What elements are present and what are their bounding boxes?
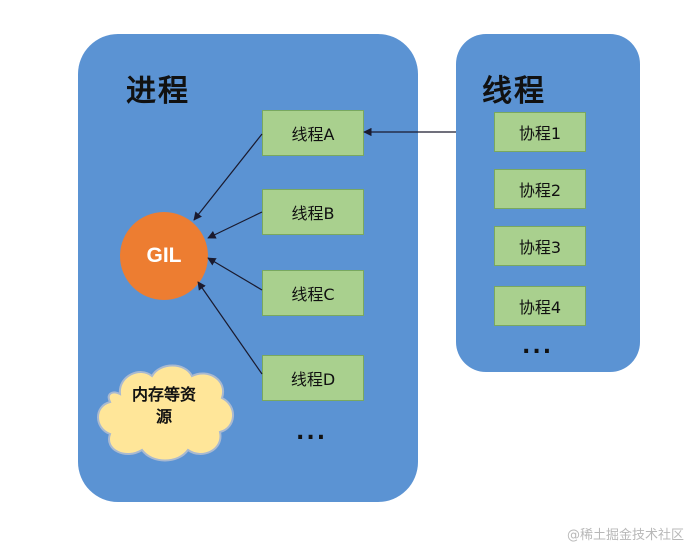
- coroutine-box-3: 协程3: [494, 226, 586, 266]
- resource-cloud: [97, 364, 234, 462]
- arrow-thread-a-to-gil: [193, 133, 263, 221]
- resource-label-line-2: 源: [155, 407, 172, 426]
- arrow-thread-b-to-gil: [207, 211, 263, 239]
- thread-box-d: 线程D: [262, 355, 364, 401]
- thread-box-a: 线程A: [262, 110, 364, 156]
- thread-box-c: 线程C: [262, 270, 364, 316]
- thread-more-dots: ...: [296, 420, 328, 445]
- watermark: @稀土掘金技术社区: [566, 528, 684, 543]
- resource-label: 内存等资 源: [112, 384, 216, 428]
- coroutine-box-1: 协程1: [494, 112, 586, 152]
- arrow-thread-d-to-gil: [197, 281, 263, 375]
- arrow-thread-c-to-gil: [207, 257, 263, 291]
- coroutine-more-dots: ...: [522, 334, 554, 359]
- thread-box-b: 线程B: [262, 189, 364, 235]
- process-title: 进程: [126, 74, 190, 109]
- coroutine-box-2: 协程2: [494, 169, 586, 209]
- gil-circle: GIL: [120, 212, 208, 300]
- thread-title: 线程: [482, 74, 546, 109]
- coroutine-box-4: 协程4: [494, 286, 586, 326]
- resource-label-line-1: 内存等资: [131, 385, 196, 404]
- cloud-shape: [97, 364, 234, 462]
